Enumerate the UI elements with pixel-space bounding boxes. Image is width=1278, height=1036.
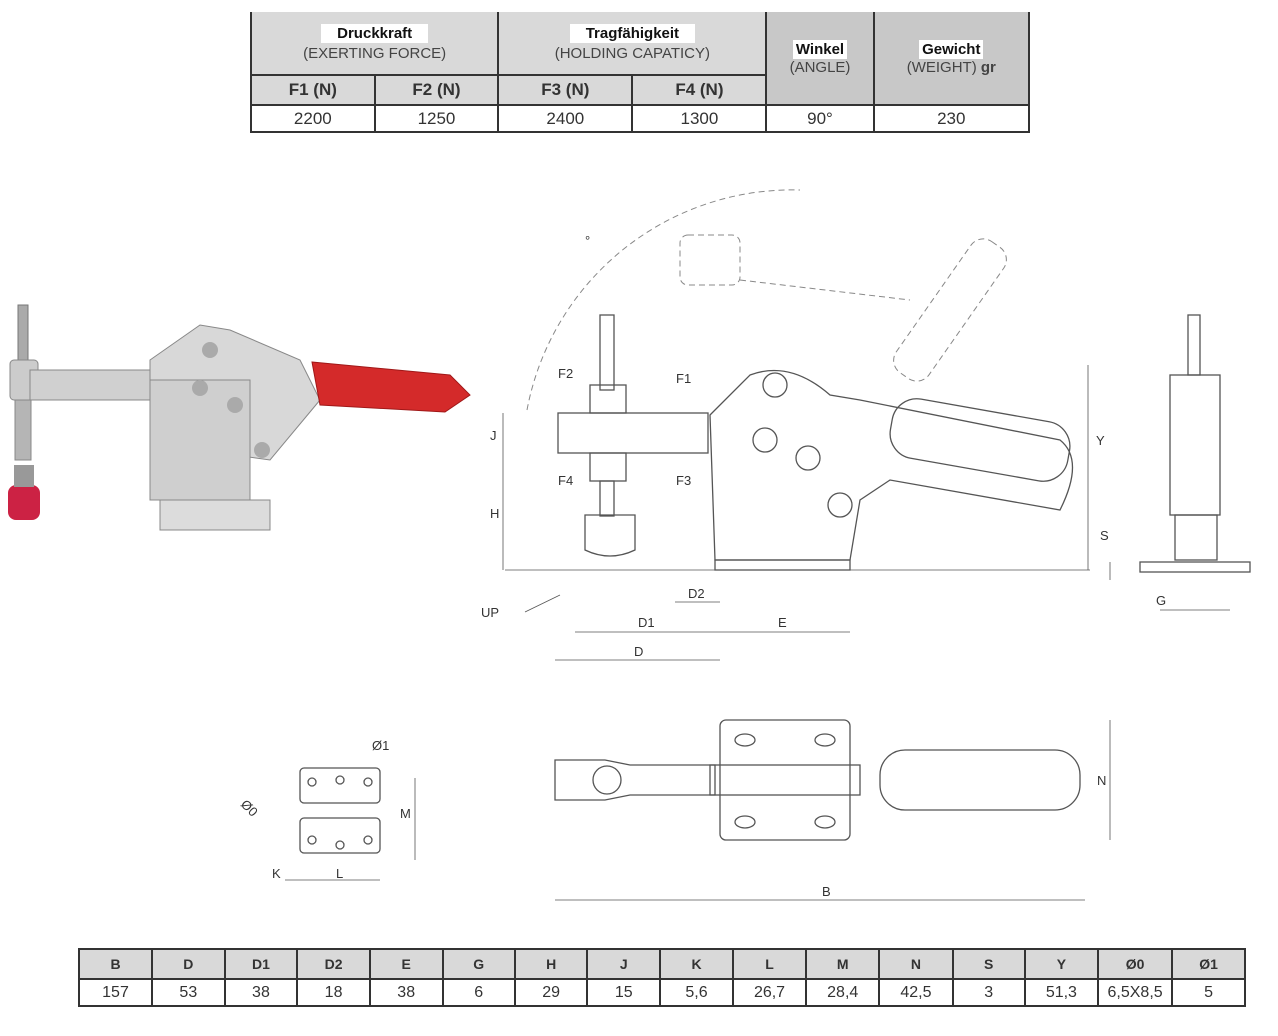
weight-unit: gr xyxy=(980,59,996,76)
group-title: Gewicht xyxy=(919,40,984,59)
dimension-header: D1 xyxy=(223,948,299,980)
value-cell: 2400 xyxy=(497,104,634,133)
dimension-value: 42,5 xyxy=(878,978,954,1007)
dimension-value: 15 xyxy=(586,978,662,1007)
label-phi1: Ø1 xyxy=(372,738,389,753)
dimension-value: 38 xyxy=(368,978,444,1007)
dimension-header: G xyxy=(441,948,516,980)
dimension-value: 5 xyxy=(1171,978,1246,1007)
dimension-value: 51,3 xyxy=(1023,978,1099,1007)
label-e: E xyxy=(778,615,787,630)
dimension-header: B xyxy=(77,948,154,980)
label-d1: D1 xyxy=(638,615,655,630)
dimension-header: D xyxy=(151,948,226,980)
dimension-header: D2 xyxy=(296,948,371,980)
product-photo xyxy=(8,304,471,531)
dimension-value: 18 xyxy=(296,978,371,1007)
angle-header: Winkel(ANGLE) xyxy=(765,12,875,106)
label-d2: D2 xyxy=(688,586,705,601)
dimension-value: 5,6 xyxy=(659,978,734,1007)
sub-header: F1 (N) xyxy=(250,74,376,106)
dimension-value: 157 xyxy=(77,978,154,1007)
dimension-value: 6 xyxy=(441,978,516,1007)
sub-header: F3 (N) xyxy=(497,74,634,106)
group-title: Winkel xyxy=(792,40,848,59)
label-k: K xyxy=(272,866,281,881)
dimension-value: 53 xyxy=(151,978,226,1007)
base-plate-drawing: Ø1 Ø0 M K L xyxy=(238,738,416,881)
dimension-header: Y xyxy=(1023,948,1099,980)
group-subtitle: (HOLDING CAPATICY) xyxy=(554,45,711,62)
dimension-header: E xyxy=(368,948,444,980)
label-n: N xyxy=(1097,773,1106,788)
dimension-header: N xyxy=(878,948,954,980)
dimension-value: 26,7 xyxy=(731,978,808,1007)
dimension-value: 28,4 xyxy=(805,978,881,1007)
holding-capacity-header: Tragfähigkeit (HOLDING CAPATICY) xyxy=(497,12,768,76)
group-title: Druckkraft xyxy=(321,24,429,43)
group-subtitle: (ANGLE) xyxy=(789,59,851,76)
value-cell: 1300 xyxy=(631,104,768,133)
value-cell: 230 xyxy=(872,104,1031,133)
label-up: UP xyxy=(481,605,499,620)
group-subtitle: (WEIGHT) xyxy=(906,59,977,76)
top-view-drawing: N B xyxy=(554,719,1111,901)
dimension-header: S xyxy=(951,948,1026,980)
weight-header: Gewicht(WEIGHT) gr xyxy=(872,12,1031,106)
label-f3: F3 xyxy=(676,473,691,488)
dimension-value: 3 xyxy=(951,978,1026,1007)
dimension-value: 38 xyxy=(223,978,299,1007)
label-f2: F2 xyxy=(558,366,573,381)
label-m: M xyxy=(400,806,411,821)
label-phi0: Ø0 xyxy=(238,797,261,820)
label-j: J xyxy=(490,428,497,443)
label-f4: F4 xyxy=(558,473,573,488)
specification-table: Druckkraft (EXERTING FORCE) Tragfähigkeit… xyxy=(249,12,1031,133)
label-h: H xyxy=(490,506,499,521)
label-angle: ° xyxy=(585,233,590,248)
exerting-force-header: Druckkraft (EXERTING FORCE) xyxy=(249,12,500,76)
dimension-header: H xyxy=(513,948,589,980)
label-g: G xyxy=(1156,593,1166,608)
label-l: L xyxy=(336,866,343,881)
dimension-header: J xyxy=(586,948,662,980)
group-title: Tragfähigkeit xyxy=(569,24,696,43)
label-s: S xyxy=(1100,528,1109,543)
sub-header: F2 (N) xyxy=(373,74,500,106)
dimension-header: M xyxy=(805,948,881,980)
value-cell: 90° xyxy=(765,104,875,133)
front-view-drawing: S G xyxy=(1100,314,1251,611)
group-subtitle: (EXERTING FORCE) xyxy=(303,45,447,62)
sub-header: F4 (N) xyxy=(631,74,768,106)
label-b: B xyxy=(822,884,831,899)
dimension-header: K xyxy=(659,948,734,980)
dimension-value: 29 xyxy=(513,978,589,1007)
side-view-drawing: F2 F1 F4 F3 J H UP D2 D1 E D Y ° xyxy=(481,189,1105,661)
dimension-value: 6,5X8,5 xyxy=(1096,978,1174,1007)
label-f1: F1 xyxy=(676,371,691,386)
value-cell: 1250 xyxy=(373,104,500,133)
value-cell: 2200 xyxy=(250,104,376,133)
dimension-header: Ø1 xyxy=(1171,948,1246,980)
dimension-header: Ø0 xyxy=(1096,948,1174,980)
label-y: Y xyxy=(1096,433,1105,448)
label-d: D xyxy=(634,644,643,659)
dimension-header: L xyxy=(731,948,808,980)
